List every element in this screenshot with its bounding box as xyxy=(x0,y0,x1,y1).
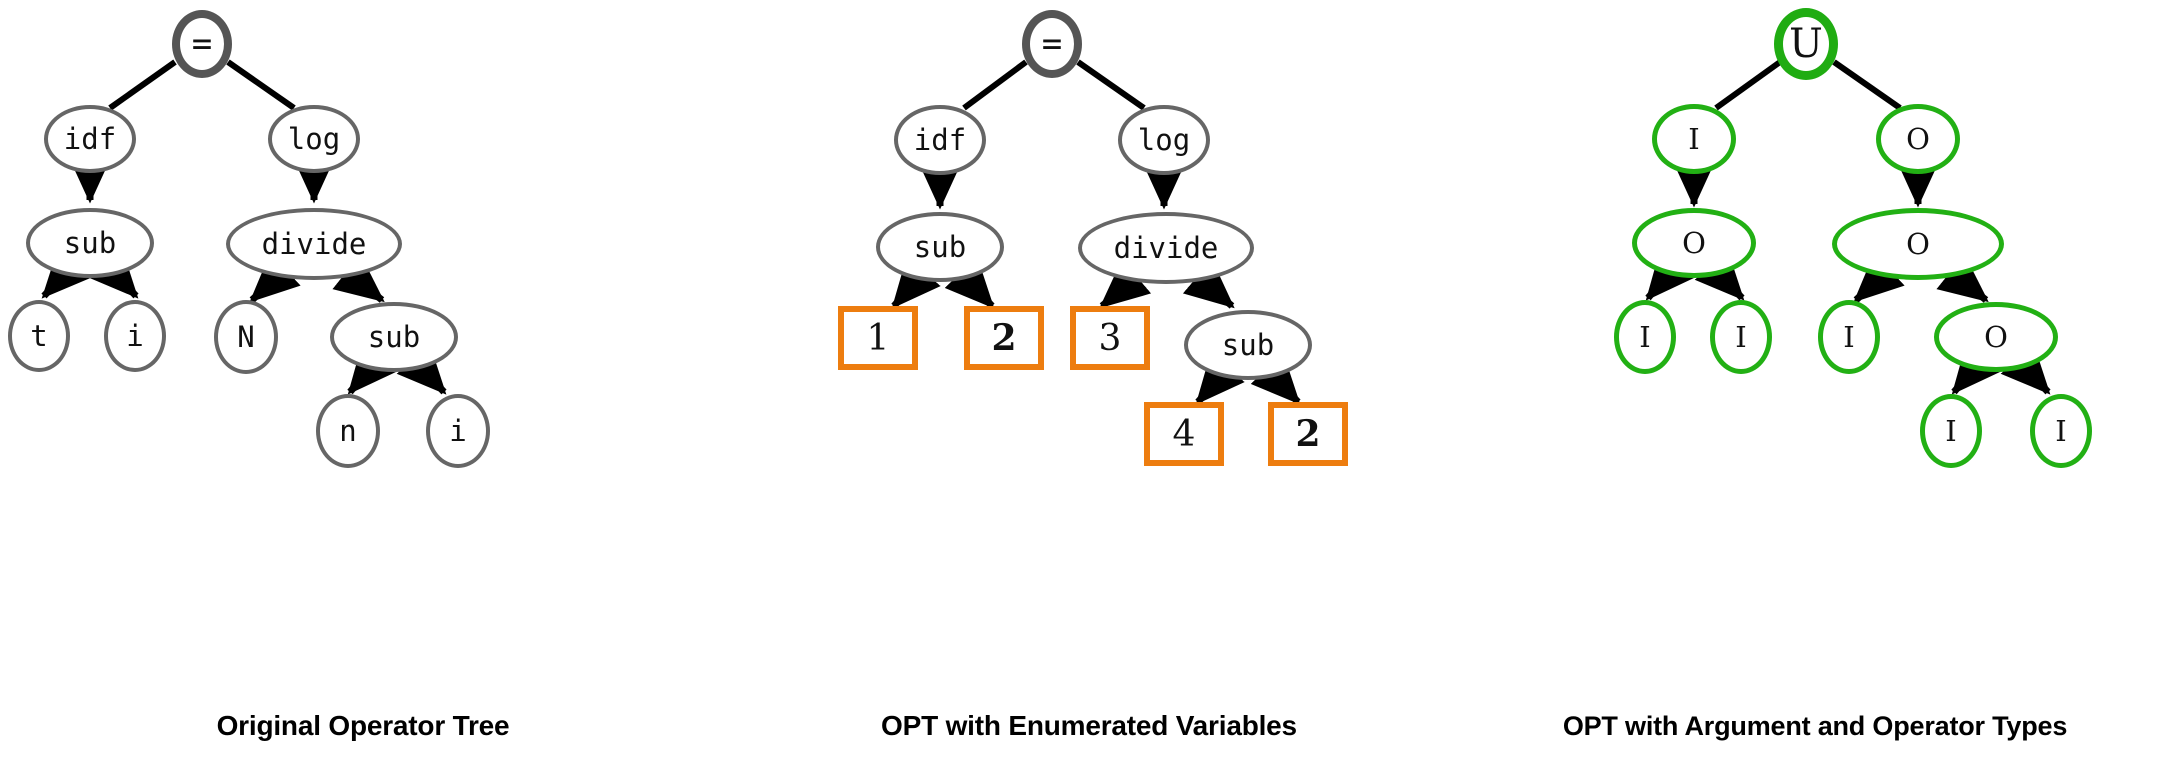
edge-sub2-var2b xyxy=(1250,353,1301,405)
node-idf[interactable]: idf xyxy=(894,105,986,175)
panel-opt-argument-operator-types: U I O O O I I I O I I OPT with Argument … xyxy=(1452,0,2178,760)
leaf-box-1[interactable]: 1 xyxy=(838,306,918,370)
node-divide[interactable]: divide xyxy=(1078,212,1254,284)
node-log[interactable]: log xyxy=(1118,105,1210,175)
edge-Onested-I-b xyxy=(2000,343,2051,395)
node-leaf-N[interactable]: N xyxy=(214,300,278,374)
edge-root-O xyxy=(1832,59,1902,111)
edge-sub2-n xyxy=(347,342,397,395)
tree-canvas-3: U I O O O I I I O I I xyxy=(1452,0,2178,680)
node-log[interactable]: log xyxy=(268,105,360,173)
node-leaf-n[interactable]: n xyxy=(316,394,380,468)
node-type-O-left[interactable]: O xyxy=(1632,208,1756,278)
edge-root-I xyxy=(1714,59,1782,111)
node-root-equals[interactable]: = xyxy=(1022,10,1082,78)
tree-canvas-2: = idf log sub divide 1 2 3 sub 4 2 xyxy=(726,0,1452,680)
edge-sub-var2 xyxy=(944,257,995,309)
node-root-equals[interactable]: = xyxy=(172,10,232,78)
node-type-I-e[interactable]: I xyxy=(2030,394,2092,468)
node-sub-nested[interactable]: sub xyxy=(1184,310,1312,380)
edge-O-O-nested xyxy=(1936,254,1989,303)
edge-root-idf xyxy=(108,59,177,111)
panel-caption-1: Original Operator Tree xyxy=(216,710,510,741)
node-type-O-top[interactable]: O xyxy=(1876,104,1960,174)
node-leaf-i-2[interactable]: i xyxy=(426,394,490,468)
edge-sub-var1 xyxy=(891,256,941,309)
edge-O-I-b xyxy=(1694,249,1745,301)
panel-original-operator-tree: = idf log sub divide t i N sub n i Origi… xyxy=(0,0,726,760)
edge-sub2-var4 xyxy=(1195,352,1245,405)
leaf-box-3[interactable]: 3 xyxy=(1070,306,1150,370)
node-sub-nested[interactable]: sub xyxy=(330,302,458,372)
edge-sub-t xyxy=(41,247,92,299)
edge-root-idf xyxy=(962,59,1028,111)
node-type-I-b[interactable]: I xyxy=(1710,300,1772,374)
tree-edges-1 xyxy=(41,59,447,395)
edge-divide-sub xyxy=(1182,259,1235,309)
node-idf[interactable]: idf xyxy=(44,105,136,173)
node-type-I-top[interactable]: I xyxy=(1652,104,1736,174)
node-divide[interactable]: divide xyxy=(226,208,402,280)
leaf-box-4[interactable]: 4 xyxy=(1144,402,1224,466)
edge-root-log xyxy=(226,59,296,111)
node-type-O-nested[interactable]: O xyxy=(1934,302,2058,372)
edge-divide-N xyxy=(249,252,301,303)
node-type-I-c[interactable]: I xyxy=(1818,300,1880,374)
node-leaf-i-1[interactable]: i xyxy=(104,300,166,372)
edge-divide-sub xyxy=(332,254,385,303)
node-sub-left[interactable]: sub xyxy=(26,208,154,278)
node-leaf-t[interactable]: t xyxy=(8,300,70,372)
edge-root-log xyxy=(1076,59,1146,111)
node-type-I-d[interactable]: I xyxy=(1920,394,1982,468)
node-sub-left[interactable]: sub xyxy=(876,212,1004,282)
tree-edges-3 xyxy=(1645,59,2051,395)
node-type-O-right[interactable]: O xyxy=(1832,208,2004,280)
tree-edges-2 xyxy=(891,59,1301,405)
leaf-box-2[interactable]: 2 xyxy=(964,306,1044,370)
edge-O-I-a xyxy=(1645,248,1695,301)
node-type-I-a[interactable]: I xyxy=(1614,300,1676,374)
edge-divide-var3 xyxy=(1099,259,1152,309)
edge-Onested-I-a xyxy=(1951,342,2001,395)
edge-sub2-i xyxy=(396,343,447,395)
leaf-box-2b[interactable]: 2 xyxy=(1268,402,1348,466)
node-root-U[interactable]: U xyxy=(1774,8,1838,80)
tree-canvas-1: = idf log sub divide t i N sub n i xyxy=(0,0,726,680)
edge-sub-i xyxy=(88,247,139,299)
panel-caption-2: OPT with Enumerated Variables xyxy=(881,710,1297,741)
panel-caption-3: OPT with Argument and Operator Types xyxy=(1562,711,2068,741)
panel-opt-enumerated-variables: = idf log sub divide 1 2 3 sub 4 2 OPT w… xyxy=(726,0,1452,760)
edge-O-I-c xyxy=(1853,252,1905,303)
